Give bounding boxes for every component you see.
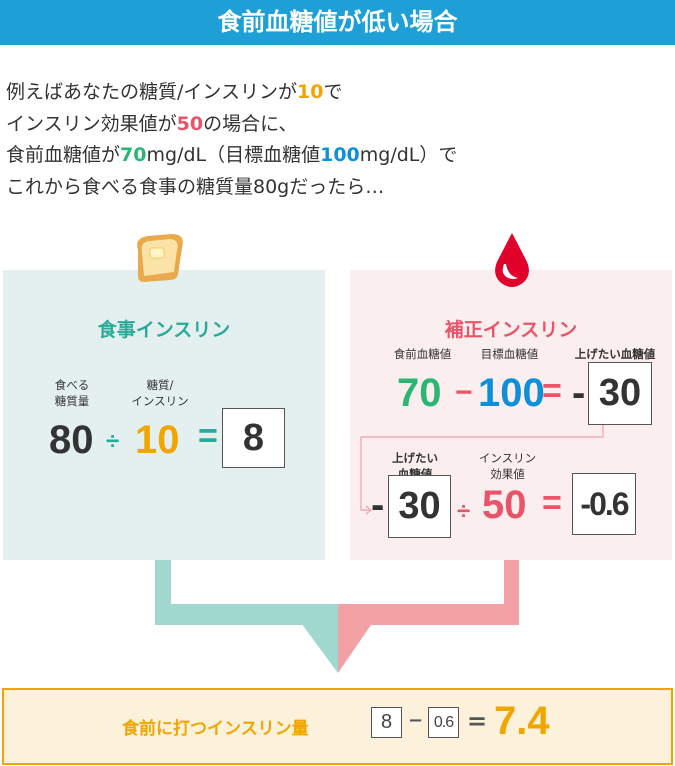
total-insulin-box: 食前に打つインスリン量 8 − 0.6 = 7.4	[2, 688, 673, 765]
page-title: 食前血糖値が低い場合	[0, 0, 675, 45]
negative-sign: -	[572, 371, 586, 415]
carb-label: 食べる 糖質量	[54, 378, 90, 408]
equals-sign: =	[542, 372, 562, 410]
intro-text-part: で	[323, 81, 343, 103]
target-glucose-number: 100	[478, 371, 545, 415]
meal-insulin-title: 食事インスリン	[97, 319, 231, 341]
minus-sign: −	[455, 376, 473, 409]
intro-text-part: の場合に、	[203, 112, 298, 135]
meal-insulin-panel: 食事インスリン 食べる 糖質量 糖質/ インスリン 80 ÷ 10 = 8	[3, 270, 325, 560]
target-glucose-value: 100	[320, 144, 360, 166]
correction-result-box: -0.6	[572, 473, 636, 535]
blood-drop-icon	[495, 233, 529, 287]
negative-sign: -	[371, 483, 385, 527]
effect-value: 50	[176, 112, 204, 135]
minus-sign: −	[408, 710, 424, 731]
target-glucose-label: 目標血糖値	[480, 347, 539, 361]
raise-glucose-box-2: 30	[388, 475, 451, 538]
total-insulin-label: 食前に打つインスリン量	[122, 719, 309, 739]
pre-glucose-label: 食前血糖値	[393, 347, 452, 361]
correction-insulin-panel: 補正インスリン 食前血糖値 目標血糖値 上げたい血糖値 70 − 100 = -…	[350, 270, 672, 560]
raise-glucose-box: 30	[588, 362, 652, 425]
pre-glucose-value: 70	[120, 144, 147, 166]
merge-arrows	[155, 560, 519, 673]
connector-arrow	[360, 425, 604, 515]
intro-text-part: これから食べる食事の糖質量80gだったら…	[6, 175, 385, 198]
correction-insulin-title: 補正インスリン	[444, 319, 578, 341]
ratio-value: 10	[297, 81, 324, 103]
equals-sign: =	[198, 417, 218, 455]
intro-text: 例えばあなたの糖質/インスリンが10で インスリン効果値が50の場合に、 食前血…	[6, 77, 457, 203]
toast-icon	[137, 234, 183, 282]
effect-number: 50	[482, 483, 527, 527]
meal-result-box: 8	[222, 408, 285, 468]
intro-text-part: インスリン効果値が	[6, 112, 177, 135]
correction-insulin-small-box: 0.6	[428, 707, 459, 738]
meal-insulin-small-box: 8	[371, 707, 402, 738]
ratio-number: 10	[135, 418, 180, 462]
intro-text-part: mg/dL（目標血糖値	[146, 144, 321, 166]
intro-text-part: 例えばあなたの糖質/インスリンが	[6, 81, 298, 103]
pink-arrow	[338, 560, 519, 673]
intro-text-part: 食前血糖値が	[6, 144, 121, 166]
carb-number: 80	[49, 418, 94, 462]
effect-label: インスリン 効果値	[478, 451, 537, 481]
divide-sign: ÷	[106, 428, 120, 455]
equals-sign: =	[467, 707, 488, 735]
ratio-label: 糖質/ インスリン	[131, 378, 189, 408]
divide-sign: ÷	[457, 498, 471, 525]
intro-text-part: mg/dL）で	[359, 144, 458, 166]
pre-glucose-number: 70	[397, 371, 442, 415]
teal-arrow	[155, 560, 338, 673]
total-insulin-result: 7.4	[494, 699, 550, 743]
raise-glucose-label: 上げたい血糖値	[574, 347, 656, 361]
equals-sign: =	[542, 484, 562, 522]
